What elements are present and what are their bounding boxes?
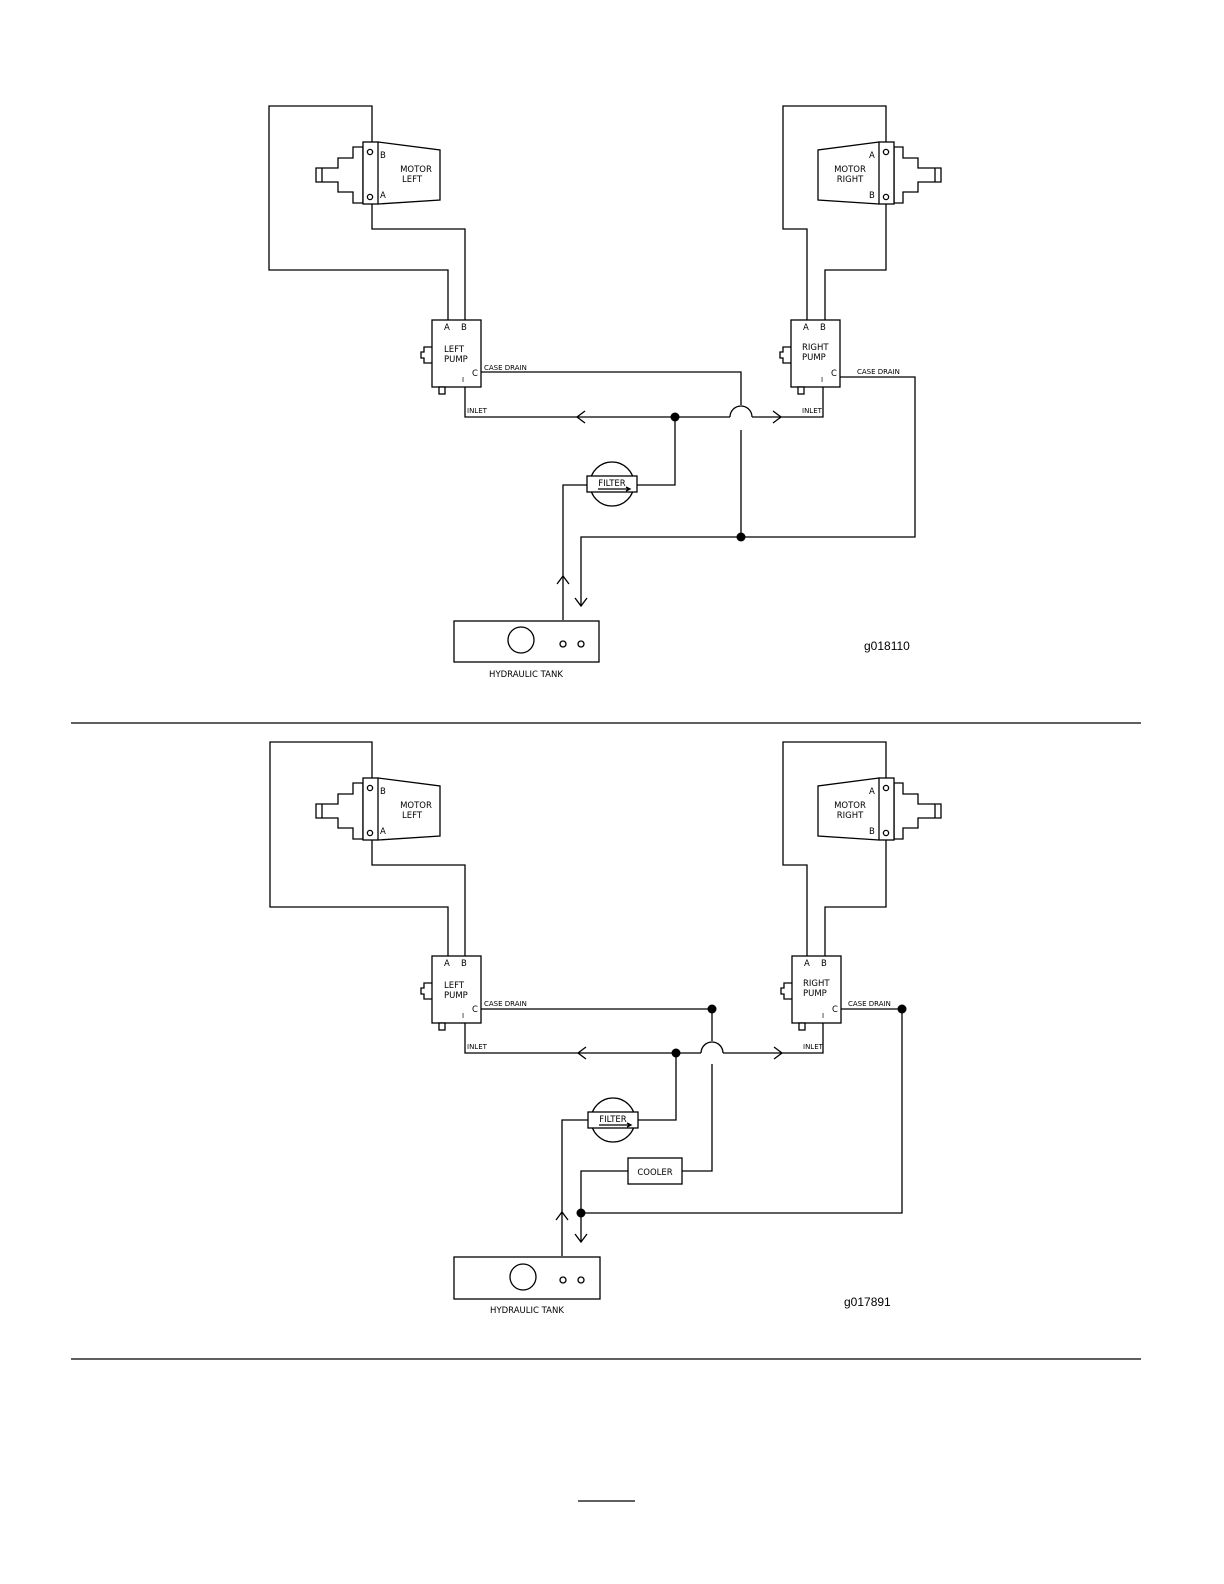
line-right-motor-a-to-pump-a <box>783 106 886 320</box>
case-drain-line-right <box>741 377 915 537</box>
pump-right-label-1: RIGHT <box>803 979 830 989</box>
hydraulic-tank: HYDRAULIC TANK <box>454 1257 600 1316</box>
line-left-motor-b-to-pump-a <box>269 106 448 320</box>
junction-case-drain-right <box>898 1005 907 1014</box>
motor-left-port-bottom: A <box>380 191 386 201</box>
pump-left-label-2: PUMP <box>444 991 468 1001</box>
pump-left: A B LEFT PUMP C I <box>421 320 481 394</box>
cooler: COOLER <box>628 1158 682 1184</box>
junction-case-drain-left <box>708 1005 717 1014</box>
cooler-label: COOLER <box>637 1168 672 1178</box>
line-right-motor-b-to-pump-b <box>825 204 886 320</box>
inlet-label-left: INLET <box>467 1043 488 1051</box>
pump-right-label-2: PUMP <box>802 353 826 363</box>
pump-left-port-b: B <box>461 323 467 333</box>
hydraulic-diagram-1: B A MOTOR LEFT A B MOTOR RIGHT A B LEFT … <box>269 106 941 680</box>
line-right-motor-b-to-pump-b <box>825 840 886 956</box>
pump-left-port-a: A <box>444 323 450 333</box>
motor-right-port-top: A <box>869 787 875 797</box>
cooler-to-tank-line <box>581 1171 628 1242</box>
filter-label: FILTER <box>598 479 626 489</box>
pump-right-port-b: B <box>821 959 827 969</box>
pump-left-port-c: C <box>472 1005 478 1015</box>
figure-id: g018110 <box>864 639 910 653</box>
tank-label: HYDRAULIC TANK <box>490 1306 564 1316</box>
filter: FILTER <box>587 462 637 506</box>
line-left-motor-b-to-pump-a <box>270 742 448 956</box>
case-drain-line-left <box>481 1009 712 1171</box>
pump-right: A B RIGHT PUMP C I <box>780 320 840 394</box>
case-drain-label-right: CASE DRAIN <box>848 1000 891 1008</box>
pump-right-label-2: PUMP <box>803 989 827 999</box>
inlet-label-right: INLET <box>803 1043 824 1051</box>
pump-right-label-1: RIGHT <box>802 343 829 353</box>
pump-right-port-b: B <box>820 323 826 333</box>
filter-label: FILTER <box>599 1115 627 1125</box>
junction-case-drain <box>737 533 746 542</box>
motor-right: A B MOTOR RIGHT <box>818 778 941 840</box>
filter-line <box>562 1053 676 1256</box>
motor-right: A B MOTOR RIGHT <box>818 142 941 204</box>
inlet-line <box>465 387 823 417</box>
case-drain-label-right: CASE DRAIN <box>857 368 900 376</box>
motor-right-port-bottom: B <box>869 827 875 837</box>
motor-right-label-1: MOTOR <box>834 165 866 175</box>
motor-right-port-top: A <box>869 151 875 161</box>
filter-line <box>563 417 675 620</box>
pump-right-port-c: C <box>832 1005 838 1015</box>
line-left-motor-a-to-pump-b <box>372 840 465 956</box>
hydraulic-diagram-2: B A MOTOR LEFT A B MOTOR RIGHT A B LEFT … <box>270 742 941 1316</box>
line-left-motor-a-to-pump-b <box>372 204 465 320</box>
motor-left-label-1: MOTOR <box>400 165 432 175</box>
case-drain-label-left: CASE DRAIN <box>484 1000 527 1008</box>
case-drain-label-left: CASE DRAIN <box>484 364 527 372</box>
pump-right-port-c: C <box>831 369 837 379</box>
junction-return <box>577 1209 586 1218</box>
inlet-label-right: INLET <box>802 407 823 415</box>
motor-left-label-2: LEFT <box>402 811 423 821</box>
motor-right-label-2: RIGHT <box>837 175 864 185</box>
motor-left-label-1: MOTOR <box>400 801 432 811</box>
pump-left-port-a: A <box>444 959 450 969</box>
motor-left: B A MOTOR LEFT <box>316 778 440 840</box>
tank-label: HYDRAULIC TANK <box>489 670 563 680</box>
pump-left-port-i: I <box>462 376 464 384</box>
pump-left-label-1: LEFT <box>444 981 465 991</box>
filter: FILTER <box>588 1098 638 1142</box>
pump-right-port-i: I <box>822 1012 824 1020</box>
hydraulic-tank: HYDRAULIC TANK <box>454 621 599 680</box>
motor-left-label-2: LEFT <box>402 175 423 185</box>
motor-left-port-bottom: A <box>380 827 386 837</box>
pump-left-label-2: PUMP <box>444 355 468 365</box>
pump-left-port-i: I <box>462 1012 464 1020</box>
line-right-motor-a-to-pump-a <box>783 742 886 956</box>
pump-left-port-b: B <box>461 959 467 969</box>
pump-left-port-c: C <box>472 369 478 379</box>
motor-left-port-top: B <box>380 151 386 161</box>
inlet-crossover-hop <box>730 406 752 417</box>
inlet-crossover-hop <box>701 1042 723 1053</box>
figure-id: g017891 <box>844 1295 891 1309</box>
pump-right: A B RIGHT PUMP C I <box>781 956 841 1030</box>
motor-left: B A MOTOR LEFT <box>316 142 440 204</box>
motor-right-port-bottom: B <box>869 191 875 201</box>
motor-left-port-top: B <box>380 787 386 797</box>
motor-right-label-1: MOTOR <box>834 801 866 811</box>
pump-left-label-1: LEFT <box>444 345 465 355</box>
pump-left: A B LEFT PUMP C I <box>421 956 481 1030</box>
inlet-label-left: INLET <box>467 407 488 415</box>
motor-right-label-2: RIGHT <box>837 811 864 821</box>
pump-right-port-a: A <box>804 959 810 969</box>
pump-right-port-i: I <box>821 376 823 384</box>
inlet-line <box>465 1023 823 1053</box>
pump-right-port-a: A <box>803 323 809 333</box>
